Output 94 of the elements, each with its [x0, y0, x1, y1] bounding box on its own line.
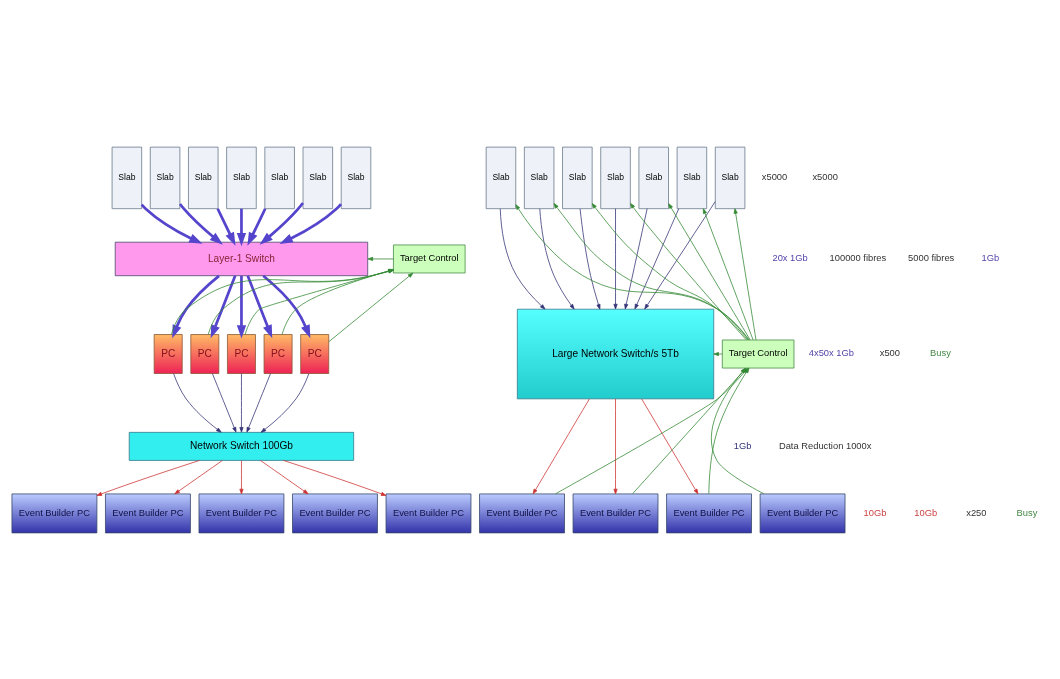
node-box: PC — [190, 333, 220, 374]
arrow — [499, 207, 546, 309]
node-box: PC — [227, 333, 256, 374]
arrow — [624, 207, 648, 309]
arrow — [591, 202, 749, 340]
arrow — [239, 372, 244, 432]
arrow — [174, 459, 223, 494]
node-box: Slab — [600, 146, 631, 209]
arrow — [244, 268, 394, 335]
label: 100000 fibres — [829, 252, 887, 263]
arrow — [634, 207, 680, 309]
arrow — [613, 207, 618, 309]
arrow — [279, 202, 342, 244]
arrow — [236, 275, 247, 339]
arrow — [262, 274, 311, 338]
node-box: Event Builder PC — [292, 493, 378, 533]
label: x500 — [879, 347, 900, 358]
node-box: Target Control — [721, 339, 795, 368]
arrow — [613, 398, 618, 494]
arrow — [247, 207, 267, 246]
node-box: Slab — [302, 146, 334, 209]
arrow — [172, 274, 220, 338]
arrow — [283, 459, 387, 496]
arrow — [178, 202, 223, 245]
node-box: Event Builder PC — [666, 493, 752, 533]
arrow — [713, 351, 723, 356]
node-box: Slab — [111, 146, 143, 209]
arrow — [171, 268, 394, 335]
node-box: PC — [153, 333, 183, 374]
node-box: Event Builder PC — [11, 493, 98, 533]
label: x5000 — [761, 171, 788, 182]
node-box: Slab — [523, 146, 555, 209]
arrow — [281, 268, 394, 335]
node-box: Layer-1 Switch — [114, 241, 369, 276]
arrow — [207, 268, 394, 335]
arrow — [140, 203, 203, 244]
label: 4x50x 1Gb — [808, 347, 855, 358]
node-box: Network Switch 100Gb — [128, 431, 355, 461]
node-box: Event Builder PC — [385, 493, 472, 533]
node-box: Slab — [340, 146, 372, 209]
label: 10Gb — [914, 507, 938, 518]
arrow — [539, 207, 575, 309]
node-box: Slab — [188, 146, 219, 209]
node-box: Slab — [149, 146, 181, 209]
node-box: Event Builder PC — [572, 493, 659, 533]
label: Busy — [930, 347, 951, 358]
label: 20x 1Gb — [772, 252, 808, 263]
label: x250 — [966, 507, 987, 518]
arrow — [246, 274, 273, 338]
arrow — [367, 256, 394, 261]
label: Busy — [1016, 507, 1038, 518]
node-box: Slab — [638, 146, 669, 209]
arrow — [328, 272, 414, 342]
arrow — [212, 372, 237, 432]
arrow — [579, 207, 601, 309]
node-box: PC — [263, 333, 293, 374]
arrow — [702, 207, 754, 340]
node-box: Slab — [485, 146, 517, 209]
arrow — [630, 202, 747, 340]
arrow — [246, 372, 271, 432]
node-box: Slab — [226, 146, 257, 209]
node-box: Target Control — [393, 244, 466, 273]
arrow — [668, 202, 751, 340]
node-box: Event Builder PC — [198, 493, 285, 533]
arrow — [96, 459, 200, 496]
label: 5000 fibres — [908, 252, 955, 263]
label: Data Reduction 1000x — [778, 440, 872, 451]
label: 1Gb — [981, 252, 1000, 263]
label: 1Gb — [733, 440, 752, 451]
node-box: PC — [300, 333, 330, 374]
label: 10Gb — [863, 507, 887, 518]
arrow — [239, 459, 244, 494]
arrow — [236, 208, 247, 246]
arrow — [733, 207, 757, 340]
node-box: Slab — [562, 146, 593, 209]
arrow — [532, 398, 590, 494]
arrow — [260, 459, 309, 494]
arrow — [644, 200, 716, 309]
arrow — [641, 398, 699, 494]
arrow — [260, 372, 310, 433]
arrow — [259, 201, 304, 245]
arrow — [515, 203, 750, 340]
node-box: Slab — [714, 146, 746, 209]
node-box: Event Builder PC — [105, 493, 191, 533]
arrow — [210, 274, 237, 338]
node-box: Event Builder PC — [479, 493, 565, 533]
node-box: Slab — [676, 146, 708, 209]
node-box: Slab — [264, 146, 295, 209]
node-box: Event Builder PC — [759, 493, 846, 533]
arrow — [216, 207, 236, 246]
arrow — [173, 372, 222, 433]
node-box: Large Network Switch/s 5Tb — [516, 308, 715, 399]
arrow — [553, 202, 750, 340]
label: x5000 — [812, 171, 838, 182]
